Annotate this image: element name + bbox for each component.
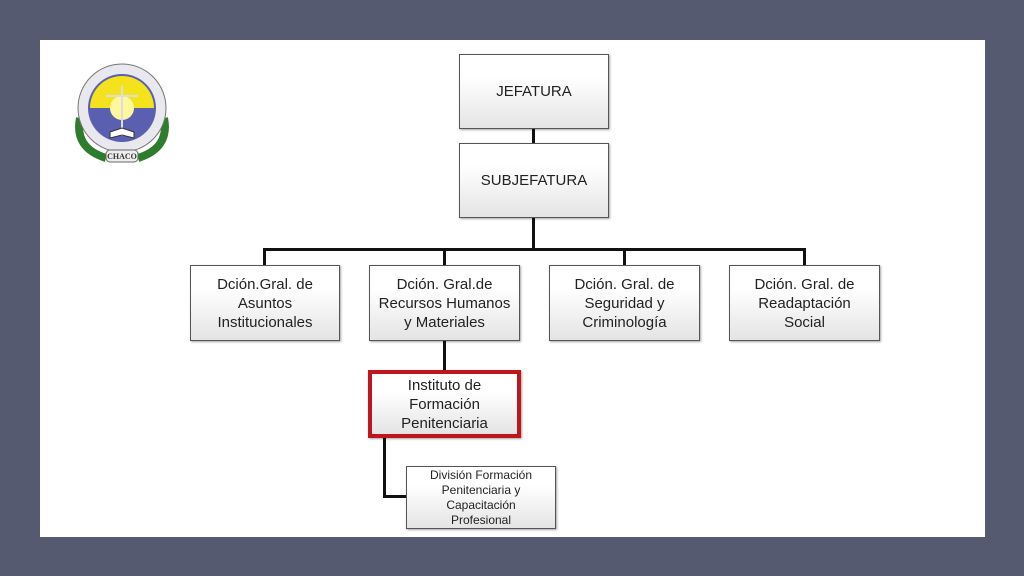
node-recursos-humanos: Dción. Gral.de Recursos Humanos y Materi…	[369, 265, 520, 341]
node-instituto-formacion-highlighted: Instituto de Formación Penitenciaria	[368, 370, 521, 438]
connector-line	[443, 248, 446, 265]
connector-line	[383, 495, 406, 498]
node-division-formacion: División Formación Penitenciaria y Capac…	[406, 466, 556, 529]
connector-line	[803, 248, 806, 265]
connector-line	[532, 128, 535, 143]
institution-logo: CHACO	[75, 63, 169, 163]
connector-line	[623, 248, 626, 265]
connector-line	[383, 437, 386, 498]
node-jefatura: JEFATURA	[459, 54, 609, 129]
node-seguridad-criminologia: Dción. Gral. de Seguridad y Criminología	[549, 265, 700, 341]
connector-line	[263, 248, 266, 265]
svg-text:CHACO: CHACO	[107, 152, 137, 161]
connector-line	[263, 248, 806, 251]
node-asuntos-institucionales: Dción.Gral. de Asuntos Institucionales	[190, 265, 340, 341]
node-readaptacion-social: Dción. Gral. de Readaptación Social	[729, 265, 880, 341]
connector-line	[532, 217, 535, 250]
node-subjefatura: SUBJEFATURA	[459, 143, 609, 218]
connector-line	[443, 340, 446, 371]
